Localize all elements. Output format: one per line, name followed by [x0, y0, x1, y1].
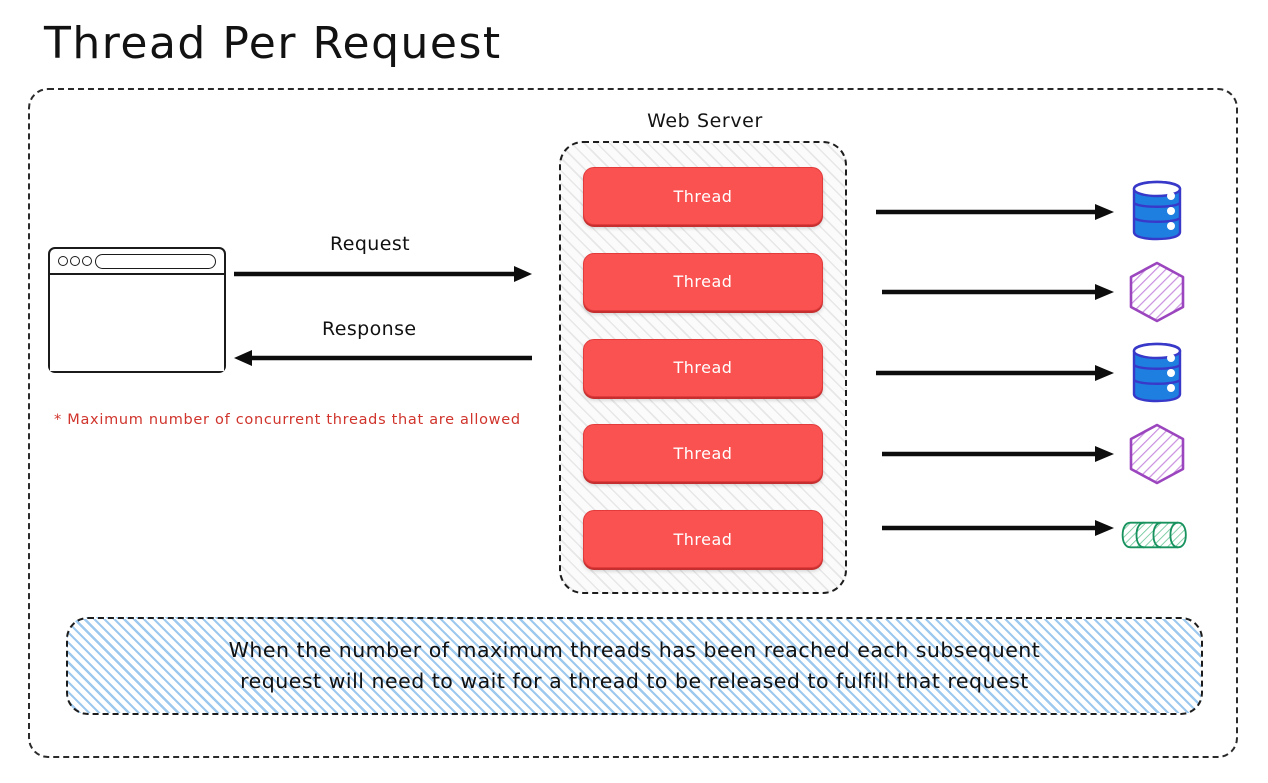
service-hexagon-icon	[1129, 423, 1185, 485]
database-icon	[1132, 342, 1182, 403]
thread-label: Thread	[673, 186, 733, 206]
browser-titlebar	[50, 249, 224, 275]
thread-label: Thread	[673, 529, 733, 549]
bottom-note-text: When the number of maximum threads has b…	[228, 638, 1041, 693]
thread-box[interactable]: Thread	[583, 252, 823, 311]
footnote-text: * Maximum number of concurrent threads t…	[54, 412, 521, 428]
resource-arrow-5	[882, 520, 1114, 536]
bottom-note-box: When the number of maximum threads has b…	[66, 617, 1203, 715]
thread-box[interactable]: Thread	[583, 424, 823, 483]
thread-label: Thread	[673, 358, 733, 377]
browser-viewport	[50, 275, 224, 371]
thread-box[interactable]: Thread	[583, 510, 823, 568]
thread-label: Thread	[673, 443, 733, 463]
browser-window-icon	[48, 247, 226, 373]
request-arrow-label: Request	[330, 233, 410, 255]
database-icon	[1132, 180, 1182, 241]
webserver-label: Web Server	[647, 110, 763, 132]
response-arrow-label: Response	[322, 318, 417, 340]
page-title: Thread Per Request	[44, 18, 502, 69]
webserver-container: Thread Thread Thread Thread Thread	[559, 141, 847, 594]
browser-dot-1	[58, 256, 68, 266]
thread-box[interactable]: Thread	[583, 167, 823, 225]
browser-dot-3	[82, 256, 92, 266]
queue-cylinder-icon	[1121, 521, 1187, 549]
browser-traffic-lights	[58, 256, 92, 266]
browser-address-bar	[95, 254, 216, 269]
thread-box[interactable]: Thread	[583, 338, 823, 397]
request-arrow	[234, 266, 532, 282]
service-hexagon-icon	[1129, 261, 1185, 323]
resource-arrow-1	[876, 204, 1114, 220]
thread-label: Thread	[673, 272, 733, 292]
resource-arrow-3	[876, 365, 1114, 381]
resource-arrow-2	[882, 284, 1114, 300]
browser-dot-2	[70, 256, 80, 266]
diagram-outer-frame	[28, 88, 1238, 758]
response-arrow	[234, 350, 532, 366]
resource-arrow-4	[882, 446, 1114, 462]
